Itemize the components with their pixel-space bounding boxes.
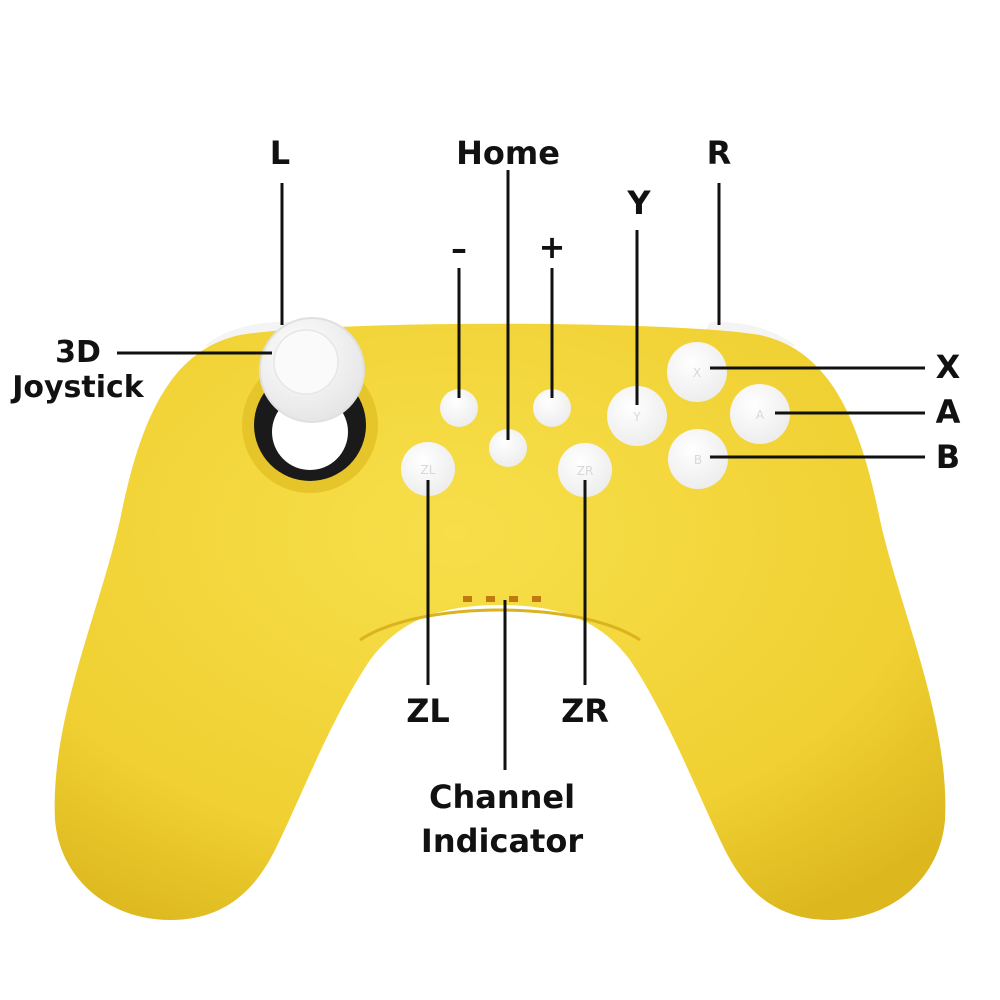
x-button-glyph: X bbox=[693, 366, 701, 380]
label-minus: – bbox=[451, 230, 467, 268]
x-button[interactable] bbox=[667, 342, 727, 402]
label-b: B bbox=[936, 438, 960, 476]
body-seam bbox=[359, 608, 641, 642]
label-plus: + bbox=[539, 228, 566, 266]
label-joystick-line1: 3D bbox=[55, 335, 101, 370]
channel-led-4 bbox=[532, 596, 541, 602]
label-channel-line1: Channel bbox=[429, 778, 575, 816]
channel-led-3 bbox=[509, 596, 518, 602]
joystick-cap-top bbox=[273, 329, 339, 395]
y-button[interactable] bbox=[607, 386, 667, 446]
zr-button-glyph: ZR bbox=[577, 464, 594, 478]
minus-button[interactable] bbox=[440, 389, 478, 427]
home-button[interactable] bbox=[489, 429, 527, 467]
label-x: X bbox=[936, 348, 961, 386]
a-button[interactable] bbox=[730, 384, 790, 444]
label-home: Home bbox=[456, 134, 560, 172]
plus-button[interactable] bbox=[533, 389, 571, 427]
b-button[interactable] bbox=[668, 429, 728, 489]
a-button-glyph: A bbox=[756, 408, 765, 422]
b-button-glyph: B bbox=[694, 453, 702, 467]
zl-button[interactable] bbox=[401, 442, 455, 496]
y-button-glyph: Y bbox=[632, 410, 641, 424]
label-zr: ZR bbox=[561, 692, 609, 730]
zl-button-glyph: ZL bbox=[421, 463, 436, 477]
label-joystick-line2: Joystick bbox=[10, 370, 145, 405]
channel-indicator-leds bbox=[463, 596, 541, 602]
channel-led-2 bbox=[486, 596, 495, 602]
channel-led-1 bbox=[463, 596, 472, 602]
label-channel-line2: Indicator bbox=[421, 822, 583, 860]
label-y: Y bbox=[626, 184, 651, 222]
label-zl: ZL bbox=[406, 692, 450, 730]
zr-button[interactable] bbox=[558, 443, 612, 497]
label-r: R bbox=[707, 134, 732, 172]
label-a: A bbox=[936, 393, 961, 431]
label-l: L bbox=[270, 134, 290, 172]
